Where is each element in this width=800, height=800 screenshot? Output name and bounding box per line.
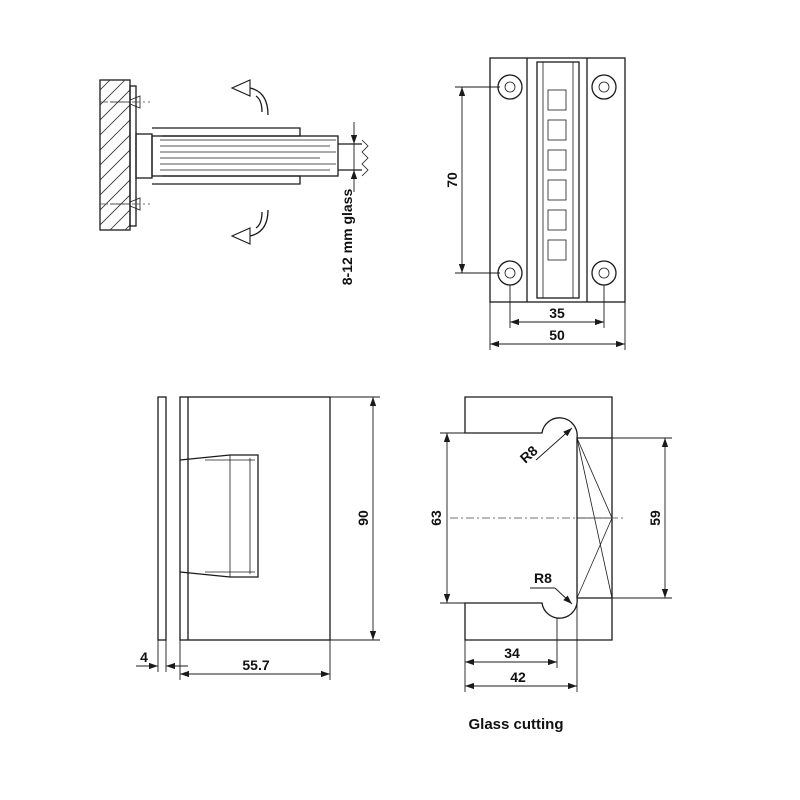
depth-55-7-dimension: [179, 640, 331, 680]
side-view: 8-12 mm glass: [99, 79, 369, 286]
radius-top-label: R8: [517, 442, 541, 466]
rotation-arrow-icon: [230, 79, 269, 116]
height-63-label: 63: [428, 510, 444, 526]
width-35-label: 35: [549, 305, 565, 321]
height-90-label: 90: [355, 510, 371, 526]
width-42-dimension: [465, 598, 578, 692]
width-35-dimension: [509, 285, 605, 328]
hinge-knuckles: [547, 89, 567, 261]
glass-panel: [338, 139, 369, 177]
radius-bottom-label: R8: [534, 570, 552, 586]
height-70-dimension: [455, 86, 500, 274]
hinge-plate: [179, 396, 331, 641]
screw-hole-icon: [497, 74, 523, 100]
screw-hole-icon: [497, 260, 523, 286]
plate-4-dimension: [136, 640, 188, 672]
glass-thickness-label: 8-12 mm glass: [339, 189, 355, 286]
hinge-body-side: [135, 127, 339, 185]
wall-screws: [100, 95, 150, 211]
glass-cutout-outline: [464, 396, 613, 641]
width-34-label: 34: [504, 645, 520, 661]
height-59-dimension: [612, 437, 672, 599]
height-59-label: 59: [647, 510, 663, 526]
mounting-plate: [129, 85, 137, 227]
back-plate: [157, 396, 167, 641]
glass-cutting-caption: Glass cutting: [468, 716, 563, 733]
screw-hole-icon: [591, 260, 617, 286]
front-view: 70 35 50: [444, 57, 626, 350]
screw-hole-icon: [591, 74, 617, 100]
plate-4-label: 4: [140, 649, 148, 665]
width-50-dimension: [489, 302, 626, 350]
rotation-arrow-icon: [230, 209, 269, 245]
width-42-label: 42: [510, 669, 526, 685]
height-90-dimension: [330, 396, 380, 641]
glass-thickness-dimension: [338, 122, 362, 192]
width-50-label: 50: [549, 327, 565, 343]
front-plate: [489, 57, 626, 303]
height-70-label: 70: [444, 172, 460, 188]
depth-55-7-label: 55.7: [242, 657, 269, 673]
wall: [99, 79, 131, 231]
profile-view: 90 4 55.7: [136, 396, 380, 680]
height-63-dimension: [440, 432, 465, 604]
glass-cutting-view: R8 R8 63 59 34 42 Glass cutti: [428, 396, 672, 733]
